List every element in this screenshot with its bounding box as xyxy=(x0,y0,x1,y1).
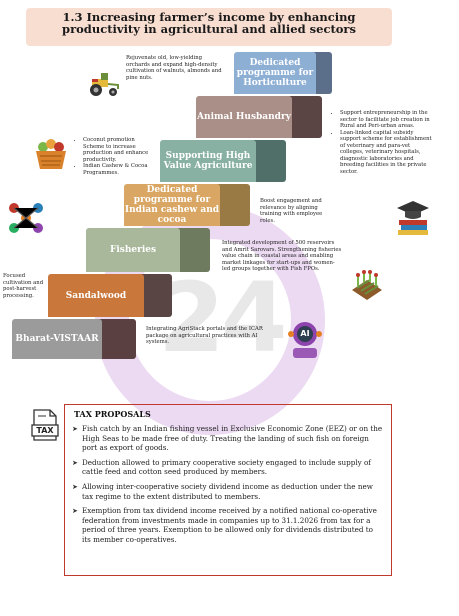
desc-bharat-vistaar: Integrating AgriStack portals and the IC… xyxy=(146,326,263,345)
arrow-bullet-icon: ➤ xyxy=(72,506,79,516)
tax-proposal-item: ➤Deduction allowed to primary cooperativ… xyxy=(72,457,371,477)
tax-proposals-heading: TAX PROPOSALS xyxy=(74,409,151,419)
desc-horticulture: Rejuvenate old, low-yielding orchards an… xyxy=(126,55,222,81)
step-sandalwood: Sandalwood xyxy=(48,274,144,317)
field-rows-icon xyxy=(352,270,382,300)
step-animal-husbandry: Animal Husbandry xyxy=(196,96,292,138)
desc-animal-husbandry: Support entrepreneurship in the sector t… xyxy=(332,110,432,175)
books-graduation-icon xyxy=(397,201,429,235)
step-horticulture: Dedicated programme for Horticulture xyxy=(234,52,316,94)
desc-high-value: Boost engagement and relevance by aligni… xyxy=(260,198,323,224)
ai-robot-icon: AI xyxy=(287,320,323,360)
people-network-icon xyxy=(9,203,43,233)
page-title: 1.3 Increasing farmer’s income by enhanc… xyxy=(62,10,356,36)
tractor-icon xyxy=(90,73,119,96)
desc-fisheries: Integrated development of 500 reservoirs… xyxy=(222,240,342,272)
desc-animal-item: Support entrepreneurship in the sector t… xyxy=(340,110,432,130)
step-cashew-cocoa: Dedicated programme for Indian cashew an… xyxy=(124,184,220,226)
desc-sandalwood: Focused cultivation and post-harvest pro… xyxy=(3,273,44,299)
crop-basket-icon xyxy=(36,139,66,169)
step-bharat-vistaar: Bharat-VISTAAR xyxy=(12,319,102,359)
step-fisheries: Fisheries xyxy=(86,228,180,272)
desc-animal-item: Loan-linked capital subsidy support sche… xyxy=(340,130,432,176)
tax-proposal-item: ➤Exemption from tax dividend income rece… xyxy=(72,506,377,544)
tax-proposals-box xyxy=(64,404,392,576)
tax-label: TAX xyxy=(36,426,54,435)
step-high-value-agriculture: Supporting High Value Agriculture xyxy=(160,140,256,182)
desc-cashew-item: Indian Cashew & Cocoa Programmes. xyxy=(83,163,151,176)
tax-proposal-item: ➤Fish catch by an Indian fishing vessel … xyxy=(72,424,383,453)
desc-cashew-item: Coconut promotion Scheme to increase pro… xyxy=(83,137,151,163)
watermark-number: 24 xyxy=(158,262,288,374)
arrow-bullet-icon: ➤ xyxy=(72,424,79,433)
ai-label: AI xyxy=(300,329,310,338)
tax-document-icon: TAX xyxy=(30,408,60,442)
tax-proposal-item: ➤Allowing inter-cooperative society divi… xyxy=(72,481,373,501)
desc-cashew: Coconut promotion Scheme to increase pro… xyxy=(75,137,151,176)
tax-proposals-list: ➤Fish catch by an Indian fishing vessel … xyxy=(72,424,384,550)
arrow-bullet-icon: ➤ xyxy=(72,457,79,467)
title-banner xyxy=(26,8,392,46)
arrow-bullet-icon: ➤ xyxy=(72,481,79,491)
